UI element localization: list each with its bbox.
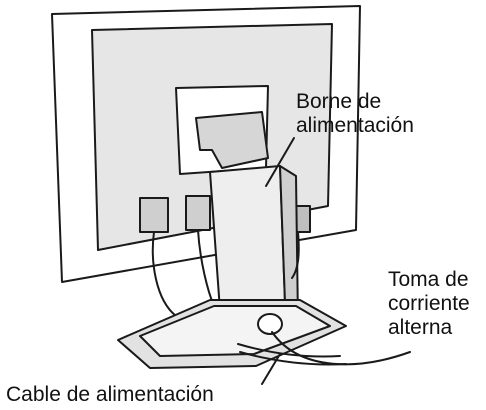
- label-ac-outlet-line1: Toma de: [388, 268, 469, 291]
- video-cable-out-1: [239, 351, 347, 366]
- label-power-terminal: Borne de alimentación: [296, 90, 414, 138]
- video-cable-out-2: [237, 343, 341, 358]
- label-power-cable: Cable de alimentación: [6, 383, 214, 406]
- video-connector-mid: [185, 195, 211, 231]
- label-ac-outlet: Toma de corriente alterna: [388, 268, 470, 340]
- power-cable-up: [291, 231, 300, 279]
- leader-power-terminal: [265, 137, 295, 187]
- video-connector-left: [139, 197, 169, 233]
- cable-holder: [257, 313, 283, 335]
- label-power-terminal-line2: alimentación: [296, 114, 414, 137]
- stand-hinge: [195, 111, 269, 169]
- video-cable-1: [151, 231, 177, 317]
- label-power-terminal-line1: Borne de: [296, 90, 382, 113]
- stand-base-top: [139, 305, 331, 357]
- label-ac-outlet-line3: alterna: [388, 316, 453, 339]
- label-ac-outlet-line2: corriente: [388, 292, 470, 315]
- leader-power-cable: [261, 353, 281, 385]
